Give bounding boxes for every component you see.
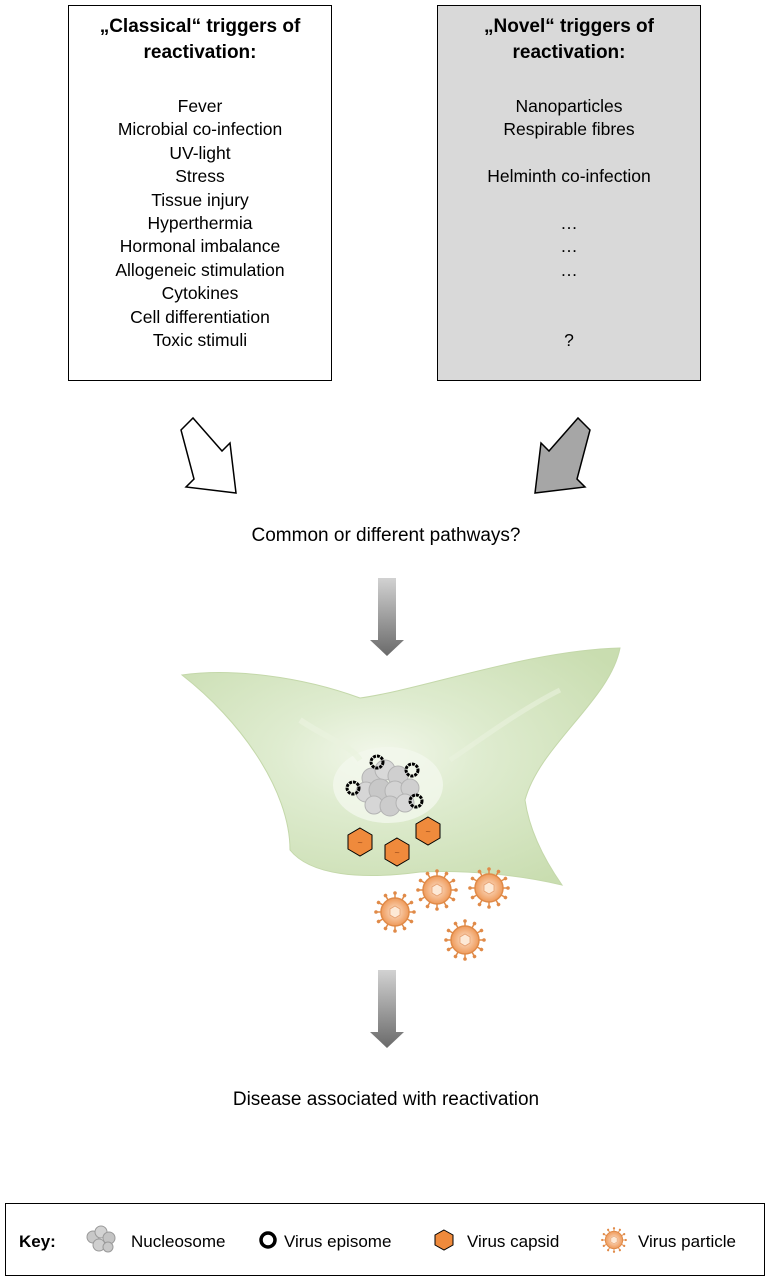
- key-label: Key:: [19, 1232, 56, 1251]
- novel-title-line2: reactivation:: [512, 42, 626, 63]
- classical-triggers-box: „Classical“ triggers of reactivation: Fe…: [68, 5, 332, 381]
- classical-title-line1: „Classical“ triggers of: [99, 16, 301, 37]
- infected-cell: [180, 647, 621, 886]
- novel-trigger-item: Respirable fibres: [503, 119, 635, 140]
- classical-title-line2: reactivation:: [143, 42, 257, 63]
- classical-trigger-item: Fever: [177, 96, 223, 116]
- classical-trigger-item: Toxic stimuli: [152, 329, 248, 350]
- novel-trigger-item: …: [560, 212, 578, 233]
- novel-trigger-item: [438, 189, 700, 212]
- classical-triggers-title: „Classical“ triggers of reactivation:: [69, 14, 331, 66]
- classical-trigger-list: Fever Microbial co-infection UV-light St…: [69, 95, 331, 352]
- key-nucleosome-label: Nucleosome: [131, 1232, 226, 1251]
- disease-down-arrow: [370, 970, 404, 1048]
- classical-trigger-item: Cell differentiation: [130, 306, 270, 327]
- novel-trigger-item: …: [560, 259, 578, 280]
- classical-trigger-item: Hyperthermia: [147, 212, 253, 233]
- novel-trigger-list: Nanoparticles Respirable fibres Helminth…: [438, 95, 700, 352]
- classical-trigger-item: Allogeneic stimulation: [115, 259, 285, 280]
- key-particle-label: Virus particle: [638, 1232, 736, 1251]
- classical-trigger-item: Stress: [175, 166, 225, 187]
- novel-title-line1: „Novel“ triggers of: [484, 16, 654, 37]
- novel-trigger-item: [438, 142, 700, 165]
- svg-text:~: ~: [425, 828, 431, 836]
- virus-capsids: ~ ~ ~: [347, 816, 441, 867]
- novel-arrow: [534, 416, 591, 494]
- disease-outcome: Disease associated with reactivation: [232, 1089, 540, 1110]
- novel-trigger-item: [438, 306, 700, 329]
- novel-triggers-box: „Novel“ triggers of reactivation: Nanopa…: [437, 5, 701, 381]
- svg-text:~: ~: [357, 839, 363, 847]
- virus-episomes: [345, 754, 424, 809]
- svg-text:~: ~: [394, 849, 400, 857]
- key-legend: Key: Nucleosome Virus episome Virus caps…: [5, 1203, 765, 1276]
- nucleosome-cluster: [355, 759, 420, 817]
- pathway-down-arrow: [370, 578, 404, 656]
- classical-arrow: [180, 416, 237, 494]
- novel-triggers-title: „Novel“ triggers of reactivation:: [438, 14, 700, 66]
- classical-trigger-item: Microbial co-infection: [117, 119, 283, 140]
- classical-trigger-item: Hormonal imbalance: [119, 236, 281, 257]
- novel-trigger-item: ?: [564, 329, 574, 350]
- pathway-question: Common or different pathways?: [251, 525, 521, 546]
- novel-trigger-item: [438, 282, 700, 305]
- classical-trigger-item: UV-light: [169, 142, 231, 163]
- classical-trigger-item: Cytokines: [161, 283, 239, 304]
- virus-particles: [373, 866, 511, 962]
- key-capsid-label: Virus capsid: [467, 1232, 560, 1251]
- novel-trigger-item: …: [560, 236, 578, 257]
- key-episome-label: Virus episome: [284, 1232, 392, 1251]
- novel-trigger-item: Nanoparticles: [515, 96, 623, 116]
- classical-trigger-item: Tissue injury: [151, 189, 249, 210]
- novel-trigger-item: Helminth co-infection: [487, 166, 651, 187]
